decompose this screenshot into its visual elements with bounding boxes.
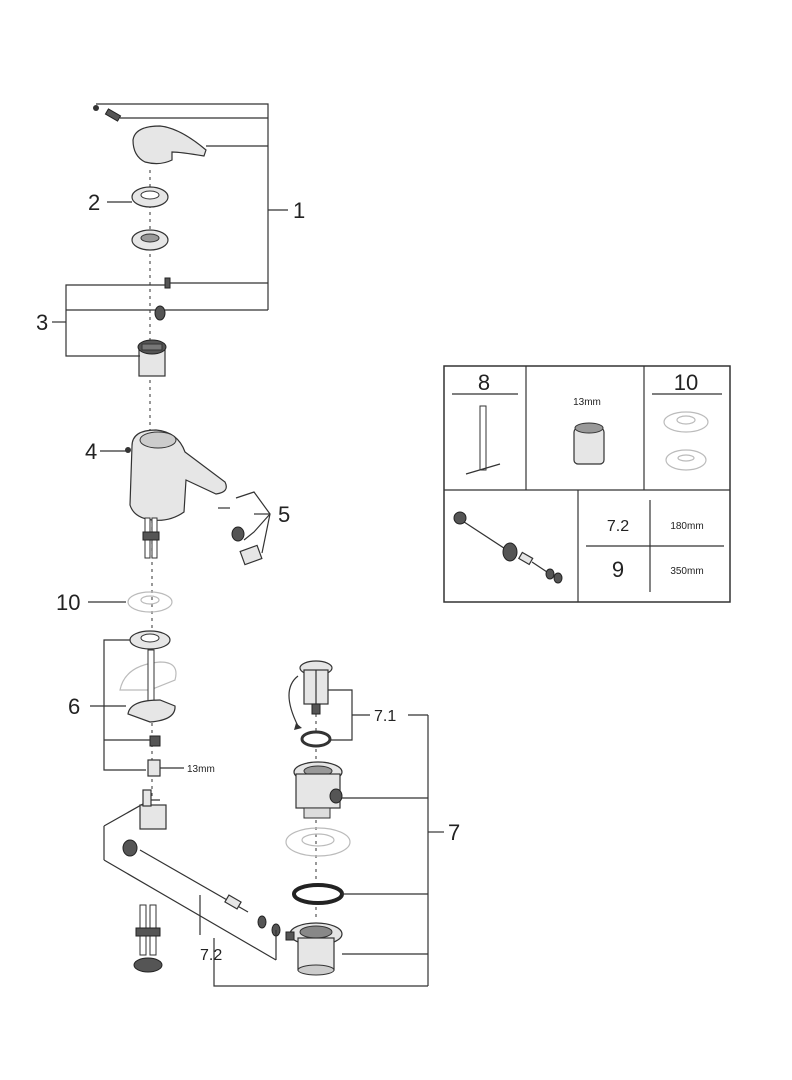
washer-faint [127,591,173,613]
part-label-2: 2 [88,190,100,215]
inset-rod [465,405,501,475]
inset-label-8: 8 [478,370,490,395]
part-label-7: 7 [448,820,460,845]
lever-handle [132,125,207,165]
inset-nut [573,422,605,465]
part-label-5: 5 [278,502,290,527]
fixing-set [119,630,177,777]
inset-label-9: 9 [612,557,624,582]
inset-rod-assembly [453,511,563,584]
part-label-3: 3 [36,310,48,335]
part-label-7-1: 7.1 [374,708,396,725]
part-label-4: 4 [85,439,97,464]
waste-flange [285,922,343,976]
inset-length-9: 350mm [670,566,703,577]
waste-gasket [292,883,344,905]
supply-hoses [133,904,163,973]
handle-screw [93,105,122,122]
popup-plug [288,660,333,730]
callout-lines [52,103,428,987]
spare-parts-inset: 8 13mm 10 7.2 180mm 9 350mm [443,365,731,603]
faucet-body [125,429,227,559]
waste-assembly [285,660,444,986]
cartridge-screws [154,277,171,321]
popup-rod-assembly [103,789,281,961]
threaded-nut [131,229,169,251]
inset-length-7-2: 180mm [670,521,703,532]
waste-washer-faint [285,827,351,857]
faucet-assembly [52,103,428,987]
part-label-7-2: 7.2 [200,947,222,964]
waste-body [293,761,343,819]
inset-label-7-2: 7.2 [607,518,629,535]
waste-callouts [328,689,444,986]
part-label-10: 10 [56,590,80,615]
cartridge [137,339,167,377]
inset-label-13mm: 13mm [573,397,601,408]
part-labels: 1 2 3 4 5 10 6 13mm 7.1 7 7.2 [36,190,460,964]
plug-seal [300,730,332,748]
aerator-parts [218,507,263,566]
part-label-1: 1 [293,198,305,223]
part-label-6: 6 [68,694,80,719]
part-label-13mm: 13mm [187,764,215,775]
inset-label-10: 10 [674,370,698,395]
cap-ring [131,186,169,208]
inset-washers [663,411,709,471]
